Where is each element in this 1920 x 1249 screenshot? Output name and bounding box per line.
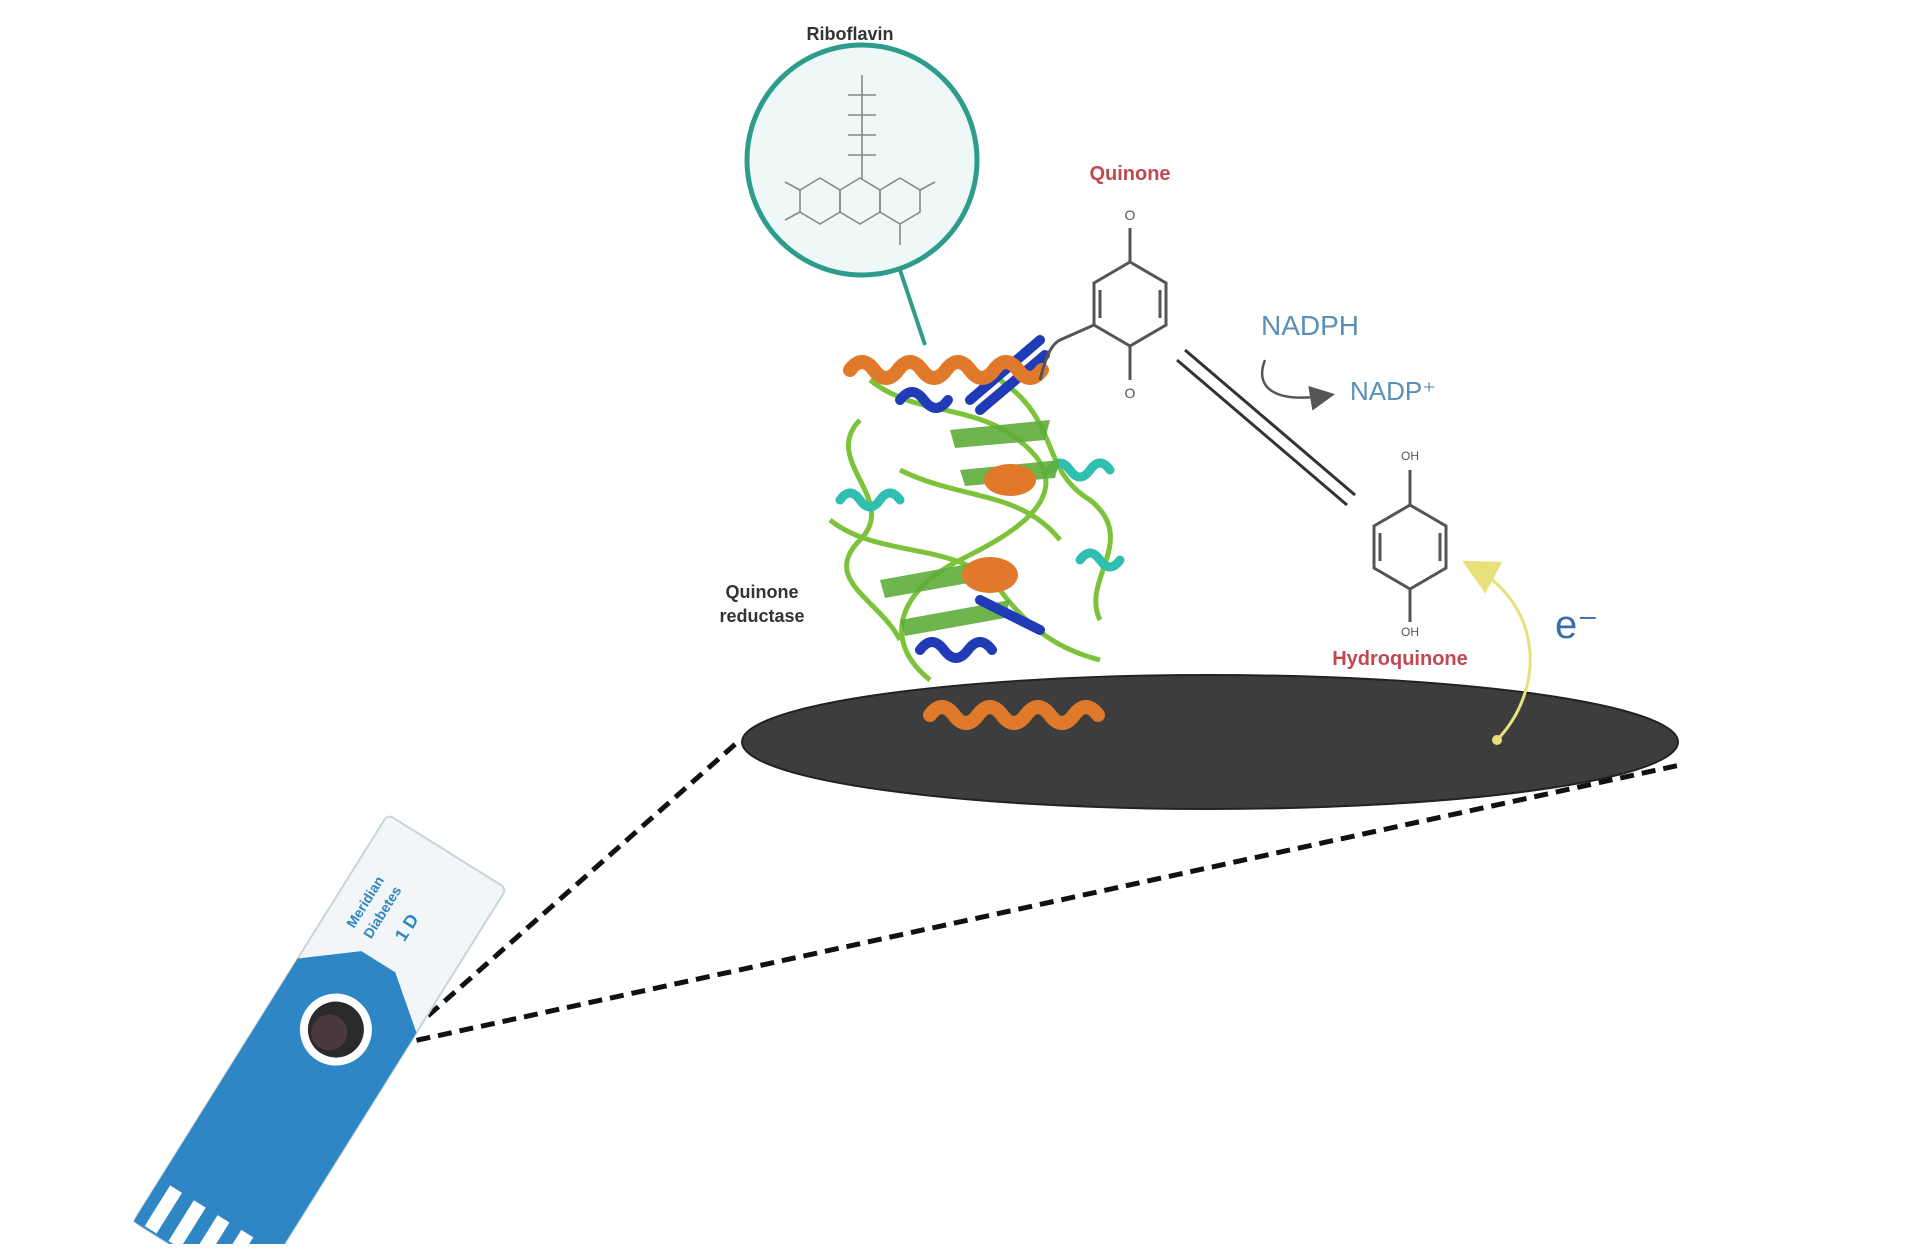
quinone-reductase-protein: Quinone reductase bbox=[719, 335, 1125, 730]
quinone-bottom-oxygen: O bbox=[1125, 385, 1136, 401]
riboflavin-inset: Riboflavin bbox=[744, 24, 980, 346]
cofactor-conversion: NADPH NADP⁺ bbox=[1260, 310, 1436, 411]
quinone-reductase-label-line1: Quinone bbox=[726, 582, 799, 602]
quinone-molecule: Quinone O O bbox=[1038, 163, 1171, 401]
test-strip: Meridian Diabetes 1 D bbox=[133, 815, 506, 1249]
quinone-top-oxygen: O bbox=[1125, 207, 1136, 223]
cofactor-arrow bbox=[1260, 359, 1335, 411]
protein-cyan-helices bbox=[835, 458, 1125, 572]
protein-loops bbox=[828, 377, 1113, 682]
strip-electrode-icon bbox=[299, 993, 372, 1066]
hydroquinone-label: Hydroquinone bbox=[1332, 648, 1468, 670]
hydroquinone-molecule: OH OH Hydroquinone bbox=[1332, 449, 1468, 670]
protein-orange-helices bbox=[843, 355, 1105, 730]
riboflavin-label: Riboflavin bbox=[806, 24, 893, 44]
reaction-line bbox=[1176, 348, 1356, 507]
nadph-label: NADPH bbox=[1261, 310, 1359, 341]
quinone-reductase-label-line2: reductase bbox=[719, 606, 804, 626]
protein-blue-sheets bbox=[895, 335, 1050, 663]
hydroquinone-top-oh: OH bbox=[1401, 449, 1419, 463]
zoom-lines bbox=[393, 738, 1681, 1048]
electron-label: e⁻ bbox=[1555, 603, 1598, 647]
nadp-label: NADP⁺ bbox=[1350, 376, 1436, 406]
quinone-label: Quinone bbox=[1089, 163, 1170, 185]
protein-orange-core bbox=[962, 464, 1036, 593]
hydroquinone-bottom-oh: OH bbox=[1401, 625, 1419, 639]
electron-transfer: e⁻ bbox=[1462, 560, 1598, 745]
riboflavin-structure-icon bbox=[784, 75, 936, 245]
electron-arrow bbox=[1462, 560, 1532, 742]
electrode-surface bbox=[741, 674, 1679, 810]
